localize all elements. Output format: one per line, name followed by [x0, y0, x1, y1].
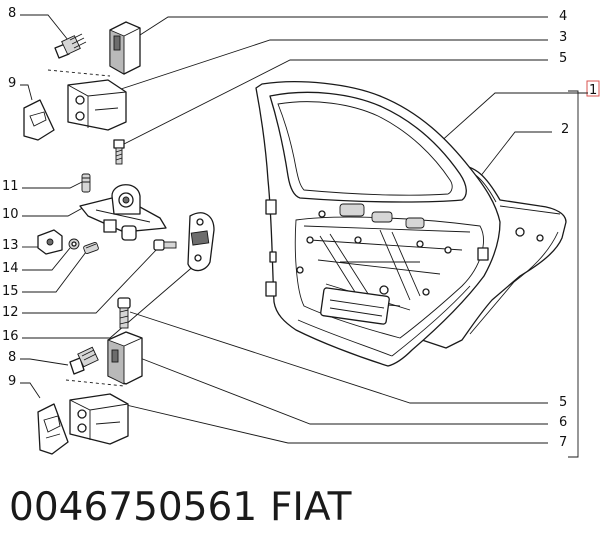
callout-2: 2: [561, 122, 569, 137]
pin-11: [81, 173, 91, 193]
hinge-bracket-4: [109, 21, 141, 75]
callout-4: 4: [559, 9, 567, 24]
right-callouts: 4 3 5 1 2 5 6 7: [559, 9, 600, 450]
brand-name: FIAT: [270, 485, 352, 530]
callout-14: 14: [2, 261, 19, 276]
clip-13: [37, 229, 63, 255]
callout-8-lower: 8: [8, 350, 16, 365]
callout-6: 6: [559, 415, 567, 430]
left-callouts: 8 9 11 10 13 14 15 12 16 8 9: [2, 6, 19, 389]
callout-9-lower: 9: [8, 374, 16, 389]
callout-16: 16: [2, 329, 19, 344]
callout-9-upper: 9: [8, 76, 16, 91]
callout-8-upper: 8: [8, 6, 16, 21]
nut-14: [68, 238, 80, 250]
rear-door-assembly: [255, 81, 567, 367]
lock-group: [37, 173, 215, 272]
upper-hinge-group: [23, 21, 141, 165]
striker-plate-16: [187, 212, 215, 272]
door-window-frame: [269, 91, 467, 203]
callout-7: 7: [559, 435, 567, 450]
check-strap-10: [79, 184, 167, 241]
bolt-5-lower: [117, 297, 131, 329]
callout-1: 1: [589, 83, 597, 98]
callout-5-lower: 5: [559, 395, 567, 410]
shim-plate-9-upper: [23, 99, 55, 141]
hinge-bracket-6: [107, 331, 143, 385]
callout-10: 10: [2, 207, 19, 222]
leader-lines: [20, 14, 588, 444]
callout-12: 12: [2, 305, 19, 320]
shim-plate-9-lower: [37, 403, 69, 455]
callout-1-box: [586, 80, 600, 97]
callout-5-upper: 5: [559, 51, 567, 66]
screw-12: [153, 239, 177, 251]
bolt-8-lower: [69, 346, 99, 375]
callout-15: 15: [2, 284, 19, 299]
callout-11: 11: [2, 179, 19, 194]
assembly-bracket: [568, 90, 579, 458]
window-regulator: [319, 229, 421, 307]
lower-hinge-group: [37, 297, 143, 455]
screw-15: [83, 241, 99, 255]
callout-3: 3: [559, 30, 567, 45]
part-number: 0046750561: [9, 485, 258, 530]
bolt-5-upper: [113, 139, 125, 165]
bolt-8-upper: [54, 33, 87, 59]
callout-13: 13: [2, 238, 19, 253]
hinge-bracket-3: [67, 79, 127, 131]
hinge-bracket-7: [69, 393, 129, 445]
